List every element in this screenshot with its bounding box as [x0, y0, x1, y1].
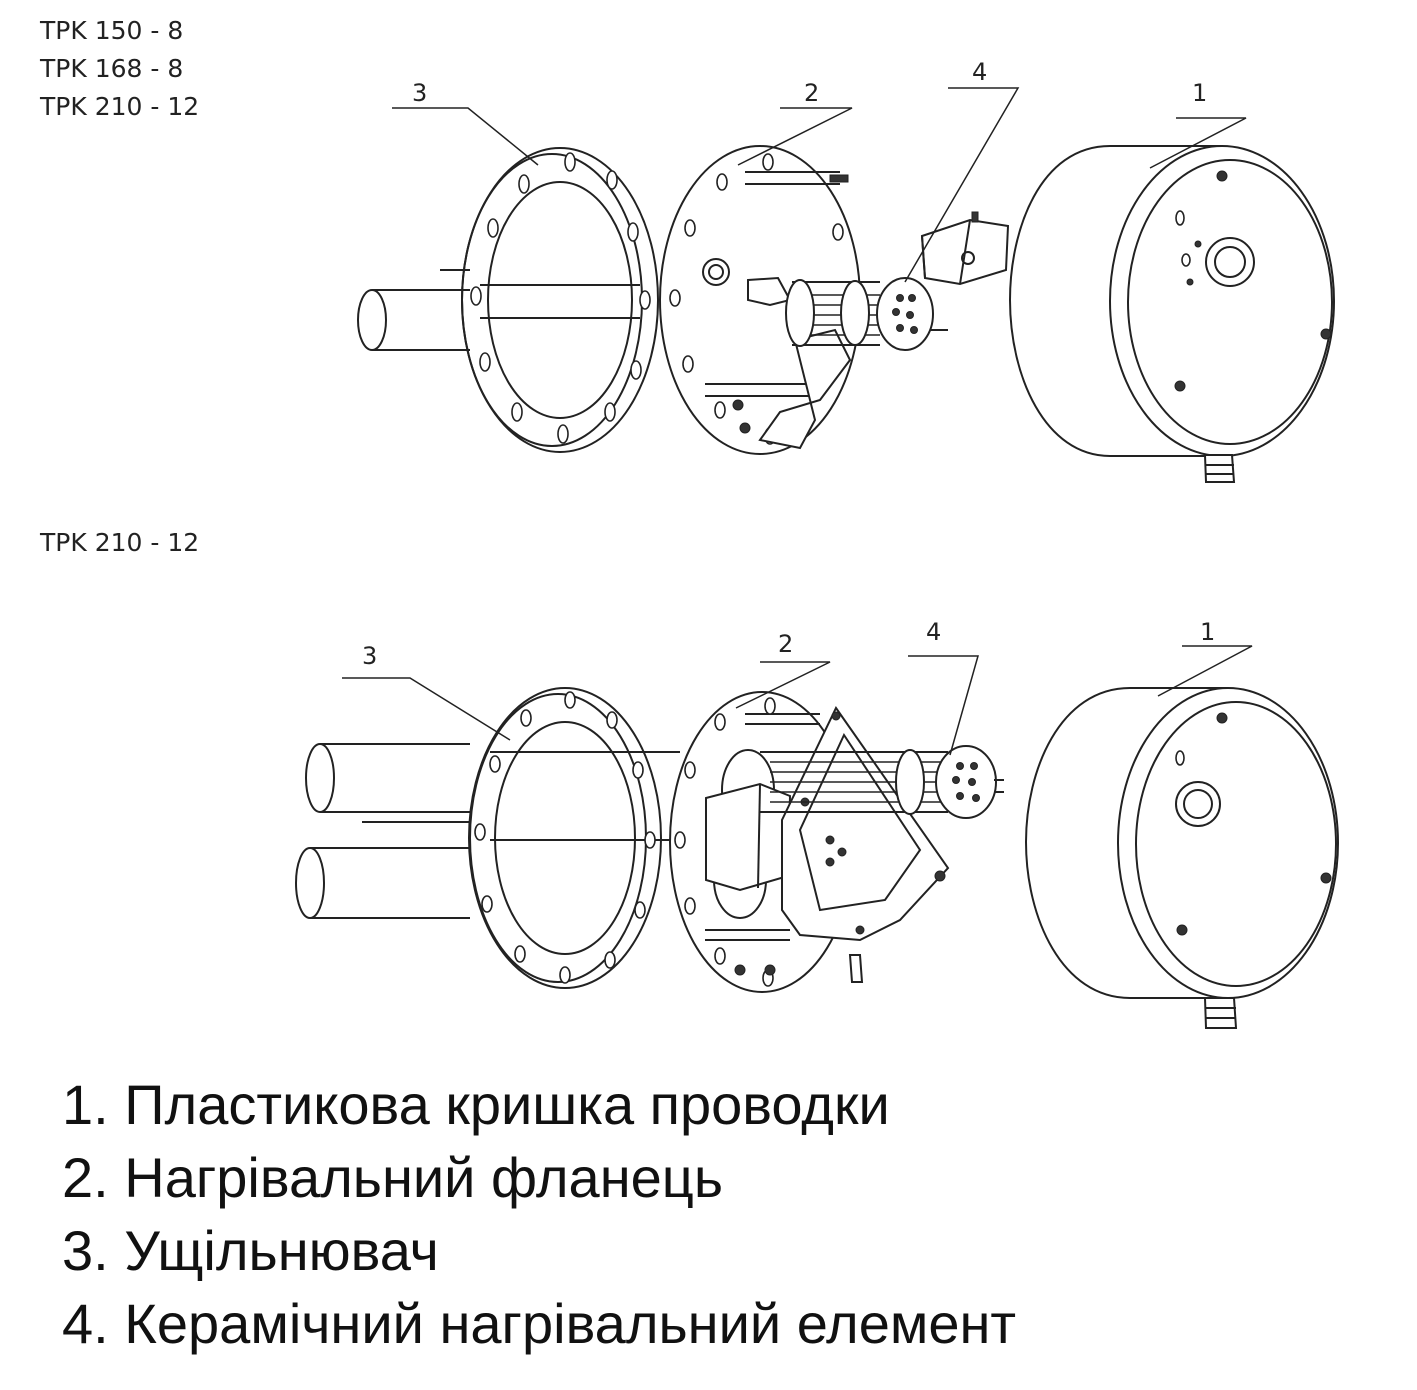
callout-3: 3 [362, 642, 377, 670]
legend-item: 1. Пластикова кришка проводки [62, 1073, 890, 1136]
model-list-top: TPK 150 - 8 TPK 168 - 8 TPK 210 - 12 [40, 12, 199, 126]
ceramic-element-bottom [760, 745, 1004, 882]
parts-legend: 1. Пластикова кришка проводки 2. Нагріва… [62, 1068, 1016, 1360]
top-assembly: 3 2 4 1 [357, 58, 1335, 483]
exploded-diagram: 3 2 4 1 [295, 58, 1339, 1029]
callout-1: 1 [1192, 79, 1207, 107]
model-label: TPK 210 - 12 [40, 92, 200, 121]
model-label-bottom: TPK 210 - 12 [40, 528, 200, 557]
callout-4: 4 [926, 618, 941, 646]
model-label: TPK 168 - 8 [40, 54, 184, 83]
gasket-ring-top [357, 147, 659, 453]
ceramic-element-top [785, 211, 1010, 351]
callout-4: 4 [972, 58, 987, 86]
bottom-assembly: 3 2 4 1 [295, 618, 1339, 1029]
callout-2: 2 [804, 79, 819, 107]
callout-1: 1 [1200, 618, 1215, 646]
gasket-holes-top [470, 152, 651, 444]
legend-item: 4. Керамічний нагрівальний елемент [62, 1292, 1017, 1355]
heating-flange-bottom [669, 691, 950, 993]
gasket-holes-bottom [474, 691, 656, 984]
legend-item: 3. Ущільнювач [62, 1219, 439, 1282]
gasket-ring-bottom [295, 687, 680, 989]
callouts-bottom: 3 2 4 1 [342, 618, 1253, 756]
callout-2: 2 [778, 630, 793, 658]
callout-3: 3 [412, 79, 427, 107]
legend-item: 2. Нагрівальний фланець [62, 1146, 724, 1209]
heating-flange-top [659, 145, 861, 455]
callouts-top: 3 2 4 1 [392, 58, 1247, 283]
plastic-cover-top [1008, 145, 1335, 483]
plastic-cover-bottom [1024, 687, 1339, 1029]
model-label: TPK 150 - 8 [40, 16, 184, 45]
